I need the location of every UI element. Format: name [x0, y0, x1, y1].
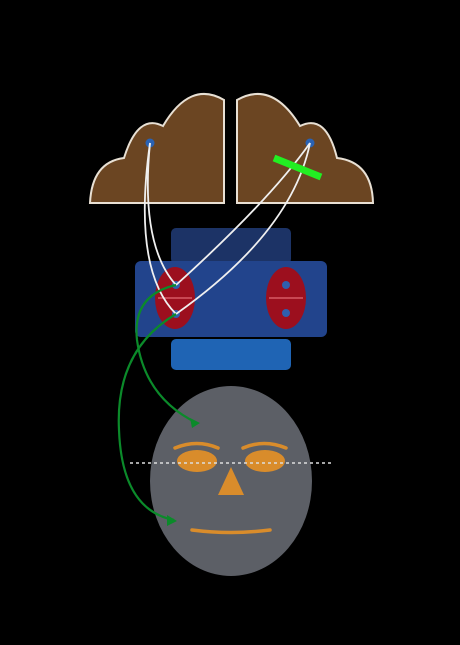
tract-right-cortex-to-left-upper — [175, 142, 311, 286]
corticobulbar-tracts — [143, 142, 311, 315]
nerve-upper-face — [135, 283, 198, 424]
nose — [218, 467, 244, 495]
left-hemisphere — [88, 92, 225, 204]
lower-face-arrowhead — [167, 515, 177, 526]
upper-face-arrowhead — [190, 418, 200, 428]
left-eye — [177, 450, 217, 472]
right-eyebrow — [241, 441, 288, 450]
tract-left-cortex-to-left-lower — [143, 142, 177, 315]
face — [150, 386, 312, 576]
right-eye — [245, 450, 285, 472]
cortex — [88, 92, 375, 204]
right-nucleus-lower-dot — [282, 309, 290, 317]
lesion-bar — [272, 154, 323, 181]
right-nucleus-upper-dot — [282, 281, 290, 289]
right-facial-nucleus — [266, 267, 306, 329]
left-facial-nucleus — [155, 267, 195, 329]
facial-nerve-paths — [117, 283, 200, 526]
nerve-lower-face — [117, 313, 177, 522]
tract-left-cortex-to-left-upper — [146, 142, 177, 286]
brainstem-bottom-block — [171, 339, 291, 370]
tract-right-cortex-to-left-lower — [175, 142, 311, 315]
left-eyebrow — [173, 441, 220, 450]
mouth — [190, 528, 272, 535]
